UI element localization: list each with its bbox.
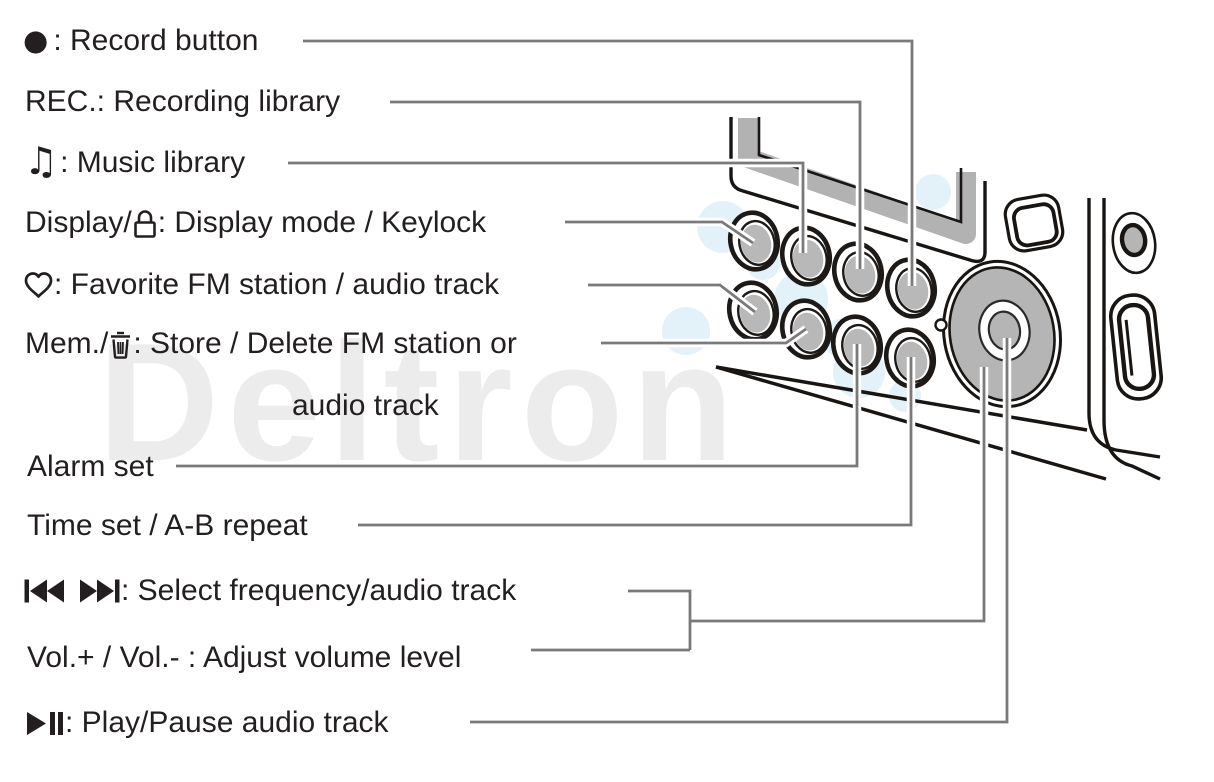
panel-buttons — [726, 210, 938, 389]
device-record-button — [884, 257, 938, 319]
leader-lines — [176, 39, 1009, 724]
heart-icon — [24, 272, 53, 298]
leader-favorite — [588, 283, 756, 314]
label-alarm-set: Alarm set — [27, 449, 154, 485]
label-memory-text2: audio track — [292, 389, 439, 422]
next-track-icon — [80, 579, 120, 603]
device-rec-library-button — [831, 241, 885, 303]
leader-dial-ring — [690, 367, 986, 623]
headphone-jack — [1111, 211, 1157, 275]
label-select-track: : Select frequency/audio track — [23, 573, 516, 609]
label-memory-delete-line2: audio track — [292, 388, 439, 424]
leader-alarm — [176, 344, 859, 468]
music-note-icon: ♫ — [24, 139, 59, 183]
leader-time-set — [358, 357, 913, 527]
device-right-edge — [1087, 198, 1161, 481]
label-favorite: : Favorite FM station / audio track — [23, 267, 499, 303]
label-record: ● : Record button — [23, 23, 258, 59]
label-select-text: : Select frequency/audio track — [121, 574, 517, 607]
label-time-set: Time set / A-B repeat — [27, 508, 308, 544]
leader-select-track — [628, 589, 692, 650]
usb-port — [1108, 293, 1164, 401]
label-time-text: Time set / A-B repeat — [27, 509, 308, 542]
label-display-text: : Display mode / Keylock — [157, 206, 487, 239]
record-dot-icon: ● — [23, 22, 49, 57]
leader-music-library — [288, 161, 805, 253]
label-display-keylock: Display/ : Display mode / Keylock — [25, 205, 486, 241]
label-record-text: : Record button — [53, 24, 259, 57]
previous-track-icon — [24, 579, 64, 603]
rounded-square-button — [1003, 193, 1065, 253]
lock-icon — [133, 209, 156, 238]
jog-dial — [941, 259, 1063, 409]
label-play-pause: : Play/Pause audio track — [25, 705, 389, 741]
label-display-prefix: Display/ — [25, 206, 132, 239]
trash-icon — [111, 331, 131, 359]
label-alarm-text: Alarm set — [27, 450, 154, 483]
leader-play-pause — [470, 338, 1009, 724]
leader-record — [303, 39, 914, 286]
label-memory-prefix: Mem./ — [25, 327, 109, 360]
leader-display-keylock — [565, 220, 754, 245]
device-music-library-button — [779, 225, 833, 287]
label-rec-library-text: REC.: Recording library — [25, 85, 341, 118]
label-music-library-text: : Music library — [60, 146, 246, 179]
label-memory-delete: Mem./ : Store / Delete FM station or — [25, 326, 517, 362]
label-music-library: ♫ : Music library — [24, 139, 246, 183]
leader-rec-library — [390, 100, 862, 269]
leader-memory-delete — [601, 327, 807, 345]
label-rec-library: REC.: Recording library — [25, 84, 340, 120]
label-play-pause-text: : Play/Pause audio track — [65, 706, 389, 739]
label-volume: Vol.+ / Vol.- : Adjust volume level — [27, 640, 461, 676]
label-volume-text: Vol.+ / Vol.- : Adjust volume level — [27, 641, 462, 674]
indicator-dot — [934, 318, 948, 332]
label-favorite-text: : Favorite FM station / audio track — [54, 268, 500, 301]
label-memory-text: : Store / Delete FM station or — [133, 327, 517, 360]
play-pause-icon — [27, 711, 63, 735]
